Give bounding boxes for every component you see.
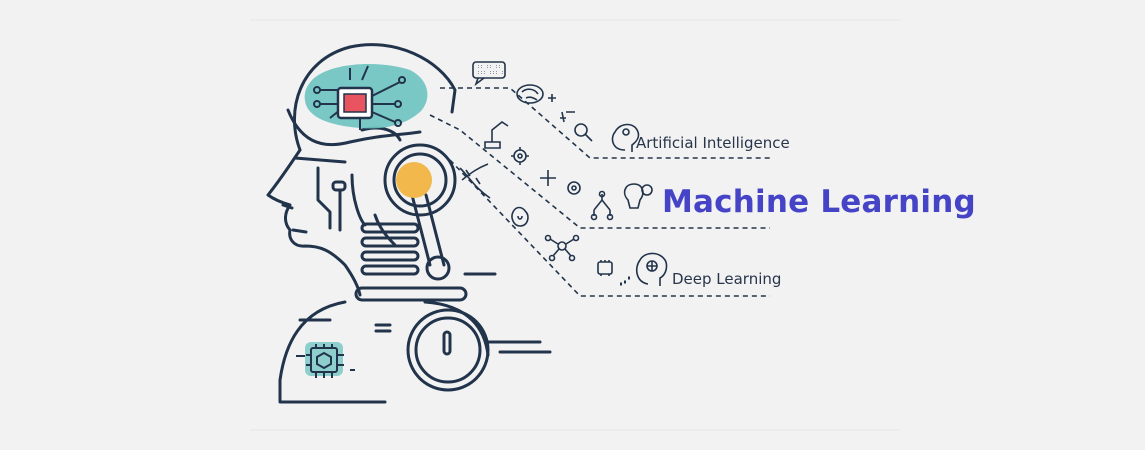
icon-group-dl [544, 234, 668, 286]
connector-lines [429, 87, 770, 297]
speech-bubble-tail [474, 77, 485, 87]
ai-head-icon [611, 123, 640, 152]
speech-bubble-icon [472, 61, 506, 79]
cpu-core [343, 93, 367, 113]
icon-group-ml [459, 121, 653, 227]
plus-icon [540, 170, 556, 186]
fingerprint-icon [511, 206, 529, 227]
eye-icon [396, 162, 432, 198]
network-icon [557, 241, 567, 251]
lightbulb-gear-icon [623, 183, 644, 209]
target-head-icon [635, 252, 668, 286]
plus-minus-icon [548, 94, 575, 123]
target-icon [567, 181, 581, 195]
circuit-lines [313, 65, 406, 130]
robot-head-icon [266, 43, 552, 404]
robot-arm-icon [484, 121, 509, 149]
dna-icon [459, 163, 491, 199]
machine-learning-title: Machine Learning [662, 184, 976, 220]
gear-icon [513, 149, 527, 163]
processor-icon [597, 261, 613, 275]
chest-chip-icon [296, 344, 355, 378]
hierarchy-icon [593, 194, 611, 216]
bar-chart-icon [620, 276, 630, 286]
magnifier-icon [574, 123, 588, 137]
speech-bubble-text: :: :: ::::: ::: : [477, 64, 505, 76]
deep-learning-label: Deep Learning [672, 270, 782, 288]
background-lines [250, 19, 900, 431]
icon-group-ai [472, 61, 640, 152]
artificial-intelligence-label: Artificial Intelligence [636, 134, 790, 152]
chest-chip-bg [305, 342, 343, 376]
brain-icon [516, 84, 544, 104]
